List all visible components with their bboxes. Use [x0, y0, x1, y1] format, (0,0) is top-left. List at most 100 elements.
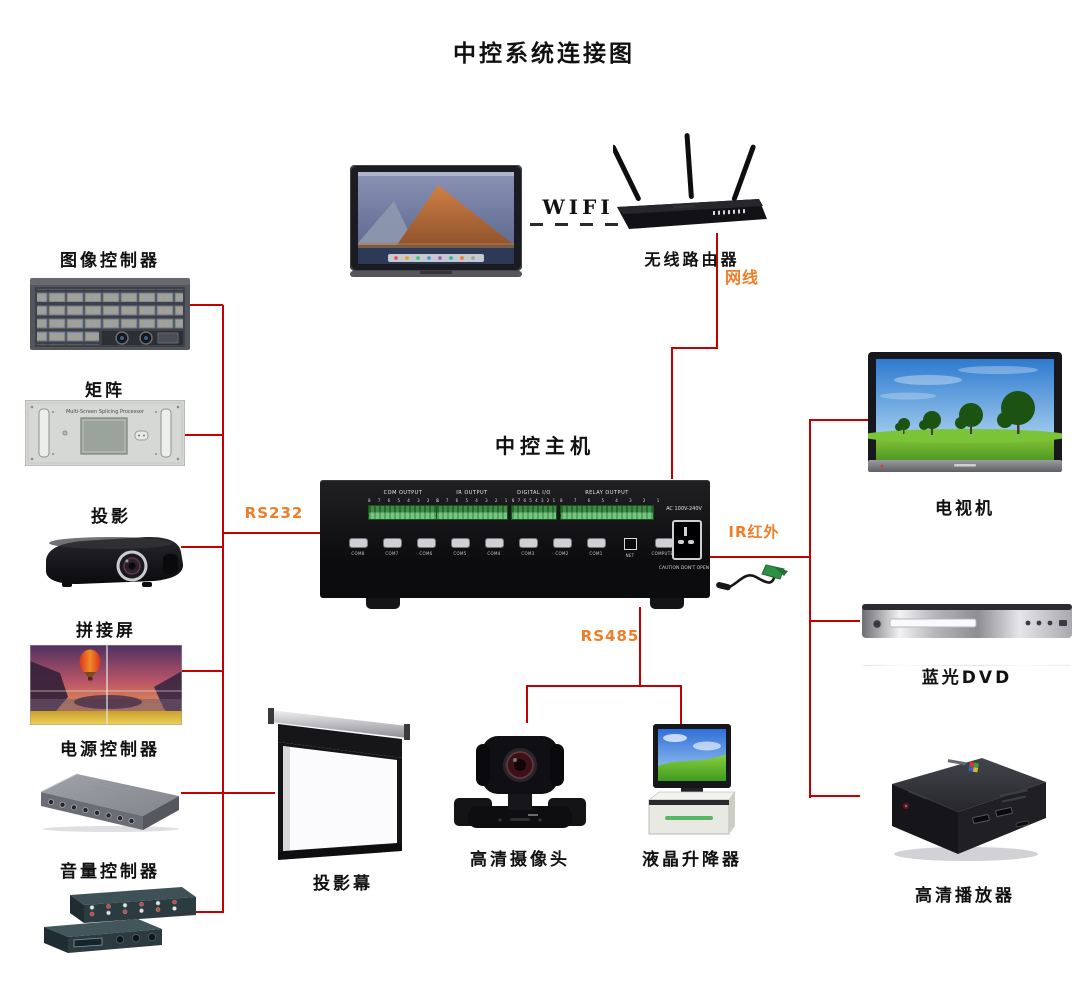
ir-label: IR红外: [728, 523, 780, 541]
projector-label: 投影: [91, 507, 131, 527]
page-title: 中控系统连接图: [453, 41, 635, 67]
ir-emitter-image: [716, 559, 792, 599]
port-label: COMPUTER: [651, 551, 677, 556]
tv-image: [868, 352, 1062, 482]
power-controller-image: [33, 762, 190, 832]
lcd-lifter-label: 液晶升降器: [642, 850, 742, 870]
projection-screen-label: 投影幕: [313, 874, 373, 894]
power-inlet-icon: [672, 520, 702, 560]
wifi-label: WIFI: [542, 195, 614, 219]
com3-port: COM3: [514, 538, 542, 558]
bluray-label: 蓝光DVD: [921, 668, 1013, 688]
hd-player-label: 高清播放器: [915, 886, 1015, 906]
rs485-label: RS485: [580, 627, 640, 645]
section-label: COM OUTPUT: [383, 490, 423, 496]
host-foot: [650, 598, 684, 609]
image-controller-label: 图像控制器: [60, 251, 160, 271]
net-cable-line-v1: [716, 233, 718, 349]
net-cable-label: 网线: [724, 268, 759, 287]
rs232-label: RS232: [244, 504, 304, 522]
hd-player-icon: [892, 758, 1046, 861]
terminal-strip: [436, 505, 508, 520]
splicing-screen-image: [30, 645, 182, 725]
rs232-line: [222, 532, 322, 534]
hd-camera-icon: [454, 736, 586, 828]
host-section-ir-output: IR OUTPUT 8 7 6 5 4 3 2 1: [436, 490, 508, 520]
section-label: IR OUTPUT: [456, 490, 488, 496]
volume-controller-image: [40, 881, 198, 959]
dvd-stub-line: [811, 620, 860, 622]
net-cable-line-h: [671, 347, 718, 349]
router-icon: [613, 133, 767, 229]
port-label: COM7: [385, 551, 399, 556]
db9-connector-icon: [518, 538, 538, 548]
bluray-icon: [862, 604, 1072, 666]
com5-port: COM5: [446, 538, 474, 558]
terminal-strip: [368, 505, 438, 520]
power-controller-icon: [40, 773, 179, 832]
com4-port: COM4: [480, 538, 508, 558]
router-label: 无线路由器: [644, 250, 740, 269]
laptop-icon: [350, 165, 522, 277]
com7-port: COM7: [378, 538, 406, 558]
volume-controller-label: 音量控制器: [60, 862, 160, 882]
host-ports-row: COM8 COM7 COM6 COM5 COM4 COM3 COM2 COM1 …: [344, 538, 678, 558]
rs485-line-h: [526, 685, 682, 687]
rs485-line-v: [639, 607, 641, 687]
lcd-lifter-icon: [647, 724, 736, 835]
com2-port: COM2: [548, 538, 576, 558]
section-label: DIGITAL I/O: [517, 490, 551, 496]
volume-controller-icon: [44, 887, 196, 953]
camera-stub-line: [526, 685, 528, 723]
laptop-image: [350, 165, 522, 283]
volume-controller-stub-line: [181, 911, 223, 913]
terminal-strip: [511, 505, 557, 520]
hd-camera-label: 高清摄像头: [470, 850, 570, 870]
player-stub-line: [811, 795, 860, 797]
port-label: COM4: [487, 551, 501, 556]
host-label: 中控主机: [495, 434, 595, 458]
net-cable-line-v2: [671, 347, 673, 479]
port-label: COM5: [453, 551, 467, 556]
projection-screen-icon: [268, 708, 410, 860]
hd-player-image: [878, 746, 1052, 864]
db9-connector-icon: [416, 538, 436, 548]
net-port: NET: [616, 538, 644, 558]
router-image: [613, 133, 771, 235]
host-section-digital-io: DIGITAL I/O 8 7 6 5 4 3 2 1: [511, 490, 557, 520]
port-label: COM8: [351, 551, 365, 556]
section-pin-numbers: 8 7 6 5 4 3 2 1: [511, 498, 557, 503]
db9-connector-icon: [382, 538, 402, 548]
rj45-connector-icon: [623, 538, 637, 550]
matrix-icon: Multi-Screen Splicing Processor: [25, 400, 185, 466]
splicing-screen-label: 拼接屏: [76, 621, 136, 641]
lcd-lifter-image: [645, 724, 739, 836]
db9-connector-icon: [484, 538, 504, 548]
tv-icon: [868, 352, 1062, 472]
com8-port: COM8: [344, 538, 372, 558]
central-host-image: COM OUTPUT 8 7 6 5 4 3 2 1 IR OUTPUT 8 7…: [320, 480, 710, 598]
com6-port: COM6: [412, 538, 440, 558]
caution-label: CAUTION DON'T OPEN: [658, 566, 710, 571]
matrix-stub-line: [184, 434, 223, 436]
db9-connector-icon: [586, 538, 606, 548]
wifi-dashed-line: [530, 223, 628, 226]
right-trunk-line: [809, 419, 811, 798]
left-trunk-line: [222, 305, 224, 913]
host-foot: [366, 598, 400, 609]
db9-connector-icon: [552, 538, 572, 548]
power-controller-screen-line: [181, 792, 275, 794]
com1-port: COM1: [582, 538, 610, 558]
terminal-strip: [560, 505, 654, 520]
section-label: RELAY OUTPUT: [585, 490, 629, 496]
ir-line: [710, 556, 811, 558]
lifter-stub-line: [680, 685, 682, 727]
port-label: COM1: [589, 551, 603, 556]
projection-screen-image: [266, 698, 420, 862]
splicing-screen-icon: [30, 645, 182, 725]
image-controller-stub-line: [186, 304, 223, 306]
projector-icon: [46, 536, 184, 587]
matrix-panel-text: Multi-Screen Splicing Processor: [66, 409, 145, 415]
hd-camera-image: [452, 722, 588, 840]
